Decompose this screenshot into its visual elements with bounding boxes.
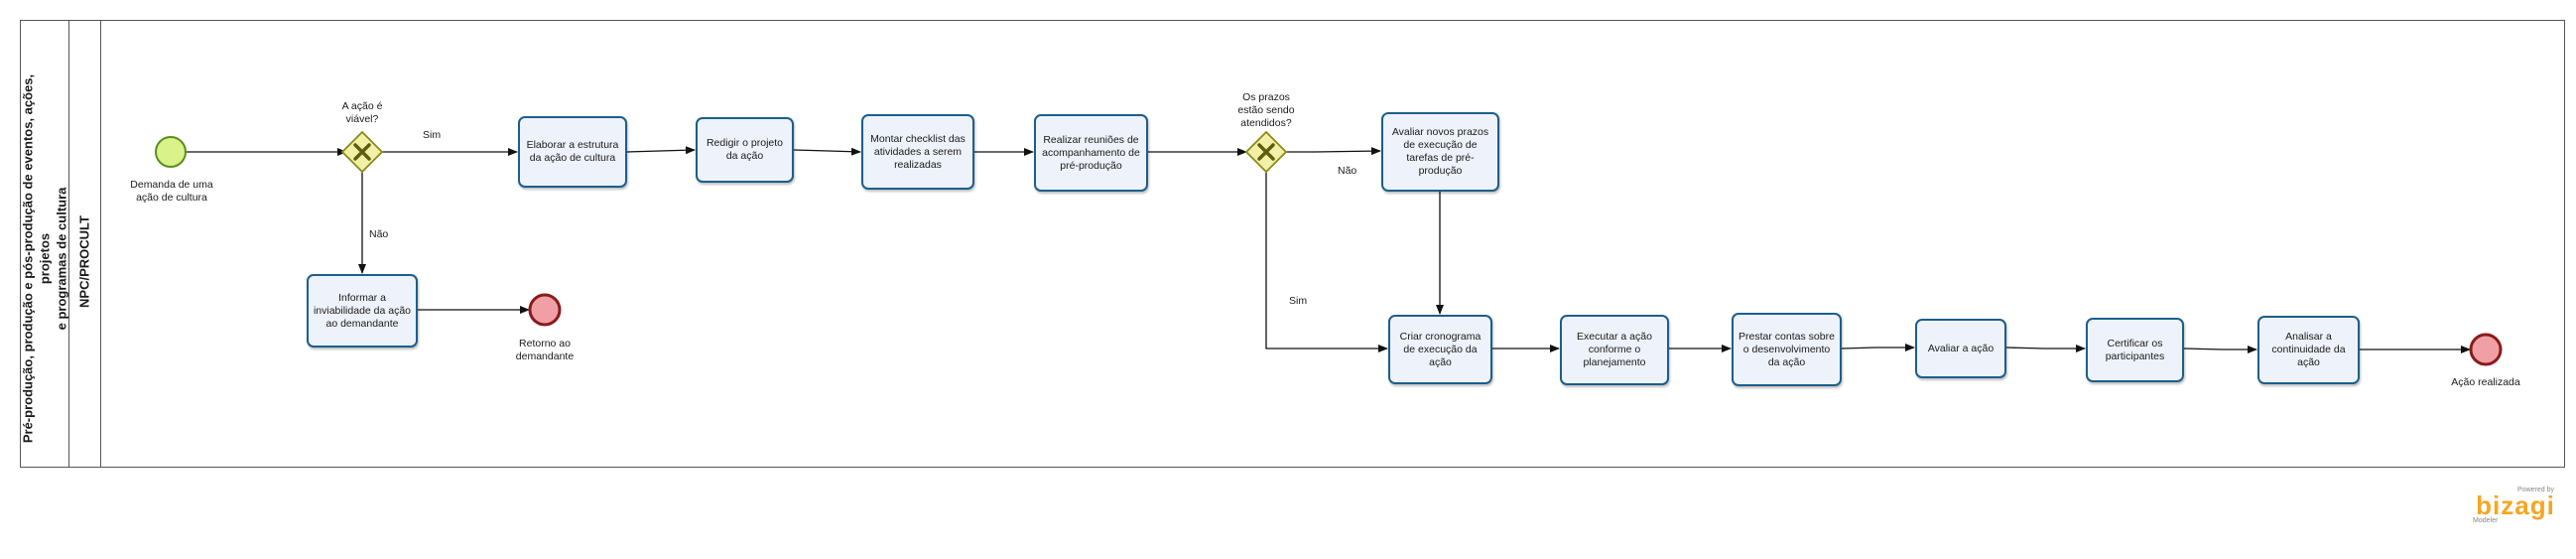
- end-event-realizada-label: Ação realizada: [2451, 376, 2520, 388]
- task-executar-acao[interactable]: Executar a ação conforme o planejamento: [1560, 315, 1669, 385]
- task-avaliar-prazos[interactable]: Avaliar novos prazos de execução de tare…: [1381, 112, 1499, 192]
- pool-header: Pré-produção, produção e pós-produção de…: [20, 20, 69, 468]
- task-avaliar-acao[interactable]: Avaliar a ação: [1915, 319, 2006, 378]
- gateway-viavel-label: A ação é viável?: [341, 100, 383, 125]
- gateway-prazos-label: Os prazos estão sendo atendidos?: [1237, 91, 1295, 129]
- lane-header: NPC/PROCULT: [69, 20, 101, 468]
- task-certificar-participantes[interactable]: Certificar os participantes: [2086, 318, 2184, 382]
- task-analisar-continuidade[interactable]: Analisar a continuidade da ação: [2257, 316, 2360, 384]
- flow-g2-cronograma: [1265, 171, 1388, 352]
- task-elaborar-estrutura[interactable]: Elaborar a estrutura da ação de cultura: [518, 116, 627, 188]
- pool: [20, 20, 2565, 468]
- flow-estrutura-redigir: [626, 146, 696, 155]
- flow-label-nao-1: Não: [369, 228, 389, 240]
- end-event-realizada: [2469, 333, 2503, 366]
- task-montar-checklist[interactable]: Montar checklist das atividades a serem …: [861, 114, 974, 190]
- flow-contas-avaliar: [1841, 344, 1915, 351]
- flow-avaliar-certificar: [2005, 345, 2086, 352]
- flow-label-sim-1: Sim: [423, 129, 442, 141]
- flow-label-sim-2: Sim: [1289, 295, 1308, 307]
- bizagi-logo: Powered by bizagi Modeler: [2473, 487, 2555, 524]
- flow-label-nao-2: Não: [1338, 165, 1357, 177]
- flow-redigir-checklist: [793, 147, 861, 156]
- start-event-label: Demanda de uma ação de cultura: [130, 179, 213, 204]
- start-event: [155, 136, 187, 168]
- task-informar-inviabilidade[interactable]: Informar a inviabilidade da ação ao dema…: [307, 274, 418, 348]
- flow-g2-prazos: [1285, 147, 1381, 156]
- end-event-retorno-label: Retorno ao demandante: [515, 338, 575, 362]
- task-prestar-contas[interactable]: Prestar contas sobre o desenvolvimento d…: [1732, 313, 1842, 386]
- end-event-retorno: [528, 293, 562, 327]
- gateway-viavel: [340, 130, 384, 174]
- gateway-prazos: [1244, 130, 1288, 174]
- task-redigir-projeto[interactable]: Redigir o projeto da ação: [696, 117, 794, 183]
- task-criar-cronograma[interactable]: Criar cronograma de execução da ação: [1388, 315, 1492, 384]
- task-realizar-reunioes[interactable]: Realizar reuniões de acompanhamento de p…: [1034, 114, 1148, 192]
